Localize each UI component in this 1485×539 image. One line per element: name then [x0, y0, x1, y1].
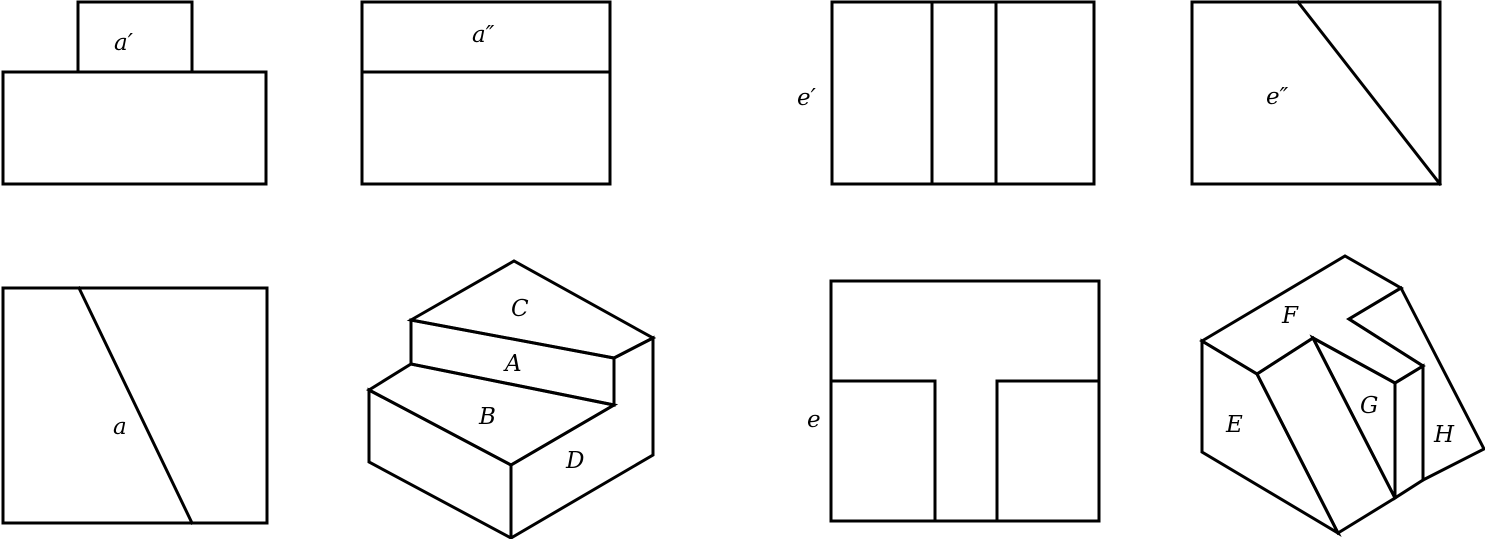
- front-view-outline-e: [830, 0, 1096, 186]
- top-view-outline-a: [1, 286, 269, 525]
- label-a: a: [113, 414, 127, 440]
- label-e-double-prime: e″: [1266, 84, 1289, 110]
- view-front-e: e′: [797, 0, 1096, 186]
- face-right-block: [1393, 363, 1425, 501]
- label-f: F: [1281, 303, 1299, 329]
- label-h: H: [1433, 422, 1455, 448]
- face-d: [509, 335, 655, 539]
- view-side-a: a″: [360, 0, 612, 186]
- label-a-face: A: [503, 351, 522, 377]
- label-e: e: [807, 407, 821, 433]
- label-d: D: [565, 448, 584, 474]
- top-view-slot-e-right: [995, 379, 1101, 523]
- top-view-outline-e: [829, 279, 1101, 523]
- view-top-a: a: [1, 285, 269, 526]
- side-view-diagonal-e: [1295, 0, 1443, 187]
- view-front-a: a′: [1, 0, 268, 186]
- label-a-double-prime: a″: [472, 22, 495, 48]
- face-slot-incline: [1255, 335, 1397, 536]
- front-view-outline-a: [1, 0, 268, 186]
- label-e-face: E: [1225, 412, 1243, 438]
- isometric-object-2: F E G H: [1199, 254, 1485, 537]
- top-view-slot-e: [829, 379, 937, 523]
- face-e: [1200, 338, 1342, 537]
- label-a-prime: a′: [114, 30, 134, 56]
- face-f: [1199, 254, 1426, 385]
- isometric-object-1: C A B D: [365, 259, 657, 539]
- side-view-outline-a: [360, 0, 612, 186]
- top-view-diagonal-a: [76, 285, 195, 526]
- view-side-e: e″: [1190, 0, 1443, 187]
- label-c: C: [511, 296, 529, 322]
- face-g: [1309, 334, 1397, 499]
- side-view-outline-e: [1190, 0, 1442, 186]
- view-top-e: e: [807, 279, 1101, 523]
- label-g: G: [1360, 393, 1378, 419]
- face-h: [1346, 285, 1485, 483]
- label-e-prime: e′: [797, 85, 817, 111]
- label-b: B: [478, 404, 496, 430]
